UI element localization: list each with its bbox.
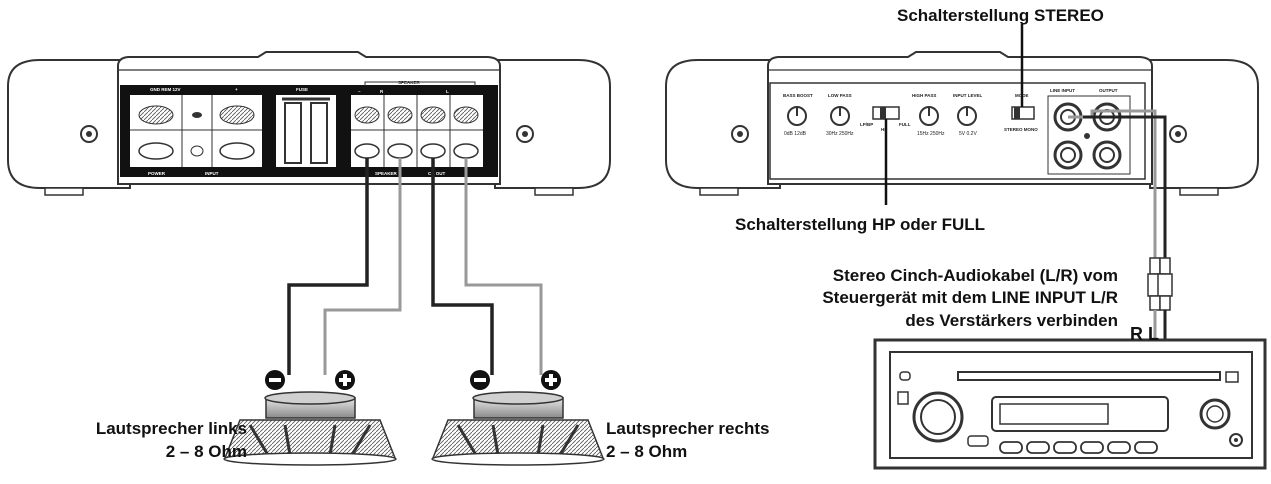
label-lp: LP/BP [860,122,873,127]
amplifier-right: BASS BOOST 0dB 12dB LOW PASS 30Hz 250Hz … [665,51,1259,196]
label-rl: R L [1130,324,1159,344]
label-cinch-line2: Steuergerät mit dem LINE INPUT L/R [822,288,1118,307]
label-power: POWER [148,171,166,176]
speaker-right [431,370,605,466]
amplifier-left: GND REM 12V + POWER INPUT FUSE SPEAKER – [7,51,611,196]
label-hp-full-switch: Schalterstellung HP oder FULL [735,215,985,234]
preset-button-3[interactable] [1053,441,1077,454]
label-cinch-line1: Stereo Cinch-Audiokabel (L/R) vom [833,266,1118,285]
label-plus: + [235,87,238,92]
label-stereo-mono: STEREO MONO [1004,127,1038,132]
label-speaker-left-ohm: 2 – 8 Ohm [166,442,247,461]
label-speaker-right: Lautsprecher rechts [606,419,769,438]
label-speaker-bottom: SPEAKER [375,171,398,176]
label-high-range: 15Hz 250Hz [917,131,945,137]
preset-button-2[interactable] [1026,441,1050,454]
label-minus: – [358,89,361,94]
head-unit [873,338,1267,470]
speaker-wires [287,158,543,375]
preset-button-4[interactable] [1080,441,1104,454]
label-output: OUTPUT [1099,88,1118,93]
label-low-pass: LOW PASS [828,93,852,98]
label-bass-range: 0dB 12dB [784,131,807,137]
label-bass-boost: BASS BOOST [783,93,813,98]
speaker-left [223,370,397,466]
label-speaker-left: Lautsprecher links [96,419,247,438]
preset-button-5[interactable] [1107,441,1131,454]
label-level-range: 5V 0.2V [959,131,977,137]
label-hp: HP [881,127,887,132]
label-line-input: LINE INPUT [1050,88,1075,93]
label-high-pass: HIGH PASS [912,93,936,98]
label-cinch-line3: des Verstärkers verbinden [905,311,1118,330]
label-fuse: FUSE [296,87,308,92]
callout-lines [884,24,1024,205]
label-low-range: 30Hz 250Hz [826,131,854,137]
preset-button-1[interactable] [999,441,1023,454]
preset-button-6[interactable] [1134,441,1158,454]
label-ch-out: CH OUT [428,171,445,176]
label-stereo-switch: Schalterstellung STEREO [897,6,1104,25]
label-l: L [446,89,449,94]
label-speaker-right-ohm: 2 – 8 Ohm [606,442,687,461]
label-gnd-rem: GND REM 12V [150,87,181,92]
rca-cable [1068,109,1173,340]
label-input: INPUT [205,171,219,176]
label-full: FULL [899,122,911,127]
speaker-terminal-block [351,95,483,167]
label-r: R [380,89,384,94]
rca-jacks: LINE INPUT OUTPUT [1047,88,1131,175]
crossover-switch[interactable]: LP/BP HP FULL [860,106,911,132]
label-input-level: INPUT LEVEL [953,93,983,98]
